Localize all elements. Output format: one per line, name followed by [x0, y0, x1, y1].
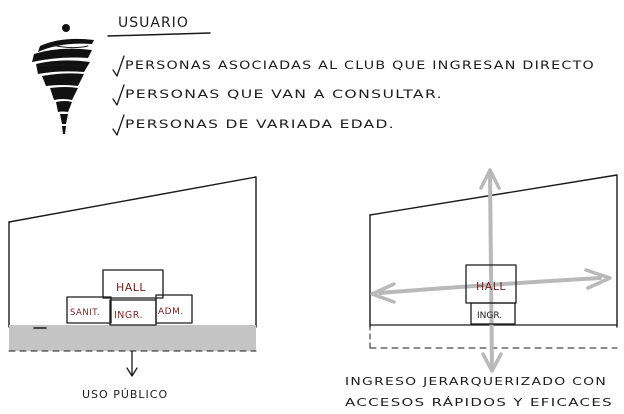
right-ingr-label: INGR. [477, 311, 502, 321]
left-hall-box [102, 269, 164, 299]
arrow-right-icon [584, 268, 612, 290]
user-item-3: PERSONAS DE VARIADA EDAD. [125, 117, 395, 131]
check-icon [112, 55, 125, 77]
left-hall-label: HALL [116, 281, 146, 294]
title-underline [107, 32, 211, 37]
user-item-1: PERSONAS ASOCIADAS AL CLUB QUE INGRESAN … [125, 58, 595, 72]
left-sanit-box [66, 296, 112, 324]
left-ingr-label: INGR. [114, 310, 143, 321]
left-sanit-label: SANIT. [70, 308, 100, 318]
left-sketch: HALL SANIT. INGR. ADM. USO PÚBLICO [8, 176, 257, 401]
right-hall-label: HALL [476, 280, 506, 293]
usuario-title: USUARIO [118, 15, 189, 31]
right-caption-line2: ACCESOS RÁPIDOS Y EFICACES [345, 396, 613, 409]
down-arrow-icon [126, 351, 138, 377]
right-sketch: HALL INGR. INGRESO JERARQUERIZADO CON AC… [345, 168, 618, 409]
user-item-2: PERSONAS QUE VAN A CONSULTAR. [125, 87, 443, 101]
check-icon [112, 114, 125, 136]
arrow-down-icon [481, 352, 503, 373]
vertical-arrow-line [488, 171, 494, 370]
left-roof-line [8, 176, 257, 328]
right-ingr-box [470, 302, 516, 325]
arrow-left-icon [370, 282, 396, 304]
left-adm-label: ADM. [158, 307, 184, 317]
horizontal-arrow-line [378, 276, 602, 295]
right-caption-line1: INGRESO JERARQUERIZADO CON [345, 375, 607, 388]
left-ground-fill [9, 325, 256, 351]
tornado-icon [32, 24, 94, 134]
left-caption: USO PÚBLICO [82, 388, 168, 401]
check-icon [112, 84, 125, 106]
right-roof-line [369, 174, 618, 328]
left-adm-box [155, 294, 193, 324]
arrow-up-icon [479, 168, 501, 190]
